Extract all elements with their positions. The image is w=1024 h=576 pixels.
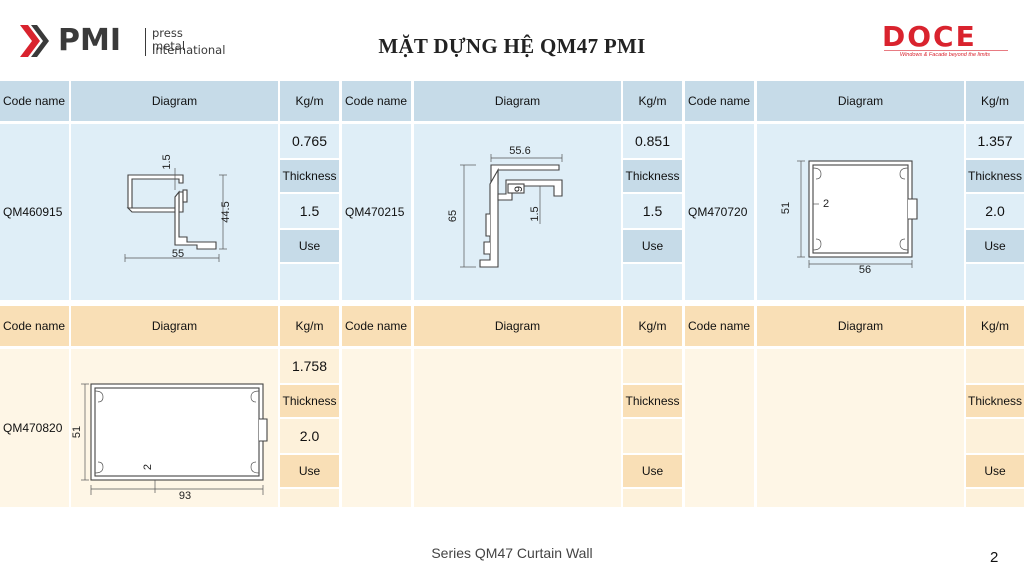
dim-label: 65: [447, 210, 459, 222]
use-label: Use: [966, 230, 1024, 262]
doce-logo-wordmark: DOCE: [882, 20, 977, 53]
use-value: [623, 264, 682, 300]
thickness-label: Thickness: [966, 160, 1024, 192]
header-kg-per-m: Kg/m: [623, 306, 682, 346]
kg-value: 0.765: [280, 124, 339, 158]
pmi-logo-line2: International: [152, 43, 226, 57]
header-diagram: Diagram: [414, 81, 621, 121]
thickness-label: Thickness: [966, 385, 1024, 417]
use-label: Use: [966, 455, 1024, 487]
profile-diagram: 51 2 56: [757, 124, 964, 300]
kg-value: [623, 349, 682, 383]
dim-label: 93: [179, 490, 191, 502]
kg-value: [966, 349, 1024, 383]
pmi-logo-separator: [145, 28, 146, 56]
page-number: 2: [990, 549, 999, 566]
profile-diagram: 51 2 93: [71, 349, 278, 507]
header-diagram: Diagram: [414, 306, 621, 346]
thickness-label: Thickness: [280, 160, 339, 192]
header-kg-per-m: Kg/m: [623, 81, 682, 121]
thickness-value: 2.0: [966, 194, 1024, 228]
dim-label: 55: [172, 248, 184, 260]
use-value: [623, 489, 682, 507]
profile-diagram: [757, 349, 964, 507]
thickness-value: [966, 419, 1024, 453]
dim-label: 55.6: [509, 145, 530, 157]
profile-diagram: 55.6 65 9 1.5: [414, 124, 621, 300]
doce-logo-rule: [884, 50, 1008, 51]
header-code-name: Code name: [342, 81, 411, 121]
kg-value: 1.758: [280, 349, 339, 383]
thickness-value: [623, 419, 682, 453]
footer-title: Series QM47 Curtain Wall: [431, 545, 593, 561]
header-code-name: Code name: [0, 306, 69, 346]
profile-diagram: [414, 349, 621, 507]
thickness-value: 1.5: [623, 194, 682, 228]
dim-label: 2: [823, 198, 829, 210]
header-diagram: Diagram: [757, 306, 964, 346]
use-value: [966, 489, 1024, 507]
thickness-value: 2.0: [280, 419, 339, 453]
pmi-logo-line1: press metal: [152, 26, 186, 53]
thickness-value: 1.5: [280, 194, 339, 228]
header-kg-per-m: Kg/m: [280, 306, 339, 346]
kg-value: 1.357: [966, 124, 1024, 158]
header-diagram: Diagram: [71, 306, 278, 346]
dim-label: 1.5: [529, 206, 541, 221]
page-title: MẶT DỰNG HỆ QM47 PMI: [378, 34, 646, 58]
use-value: [280, 264, 339, 300]
header-kg-per-m: Kg/m: [966, 306, 1024, 346]
dim-label: 51: [71, 426, 83, 438]
profile-code: QM470215: [342, 124, 411, 300]
dim-label: 1.5: [161, 154, 173, 169]
use-label: Use: [280, 455, 339, 487]
header-code-name: Code name: [685, 81, 754, 121]
thickness-label: Thickness: [280, 385, 339, 417]
pmi-logo-wordmark: PMI: [58, 23, 122, 58]
profile-code: [342, 349, 411, 507]
header-diagram: Diagram: [71, 81, 278, 121]
doce-logo-tagline: Windows & Facade beyond the limits: [899, 52, 991, 58]
dim-label: 9: [513, 186, 525, 192]
pmi-logo-icon: [20, 25, 49, 57]
pmi-logo: PMI press metal International: [20, 22, 225, 62]
kg-value: 0.851: [623, 124, 682, 158]
use-label: Use: [623, 230, 682, 262]
dim-label: 56: [859, 264, 871, 276]
profile-diagram-qm470215: 55.6 65 9 1.5: [447, 145, 563, 268]
header-kg-per-m: Kg/m: [966, 81, 1024, 121]
use-value: [966, 264, 1024, 300]
doce-logo: DOCE Windows & Facade beyond the limits: [870, 18, 1020, 66]
thickness-label: Thickness: [623, 160, 682, 192]
dim-label: 2: [142, 464, 154, 470]
use-label: Use: [280, 230, 339, 262]
header-diagram: Diagram: [757, 81, 964, 121]
dim-label: 51: [780, 202, 792, 214]
use-value: [280, 489, 339, 507]
profile-diagram-qm470820: 51 2 93: [71, 383, 268, 502]
profile-diagram-qm460915: 1.5 44.5 55: [124, 154, 232, 262]
use-label: Use: [623, 455, 682, 487]
profile-diagram: 1.5 44.5 55: [71, 124, 278, 300]
header-code-name: Code name: [685, 306, 754, 346]
profile-code: [685, 349, 754, 507]
dim-label: 44.5: [220, 201, 232, 222]
header-code-name: Code name: [0, 81, 69, 121]
profile-code: QM460915: [0, 124, 69, 300]
header-code-name: Code name: [342, 306, 411, 346]
header-kg-per-m: Kg/m: [280, 81, 339, 121]
profile-code: QM470720: [685, 124, 754, 300]
profile-diagram-qm470720: 51 2 56: [780, 160, 918, 276]
profile-code: QM470820: [0, 349, 69, 507]
thickness-label: Thickness: [623, 385, 682, 417]
